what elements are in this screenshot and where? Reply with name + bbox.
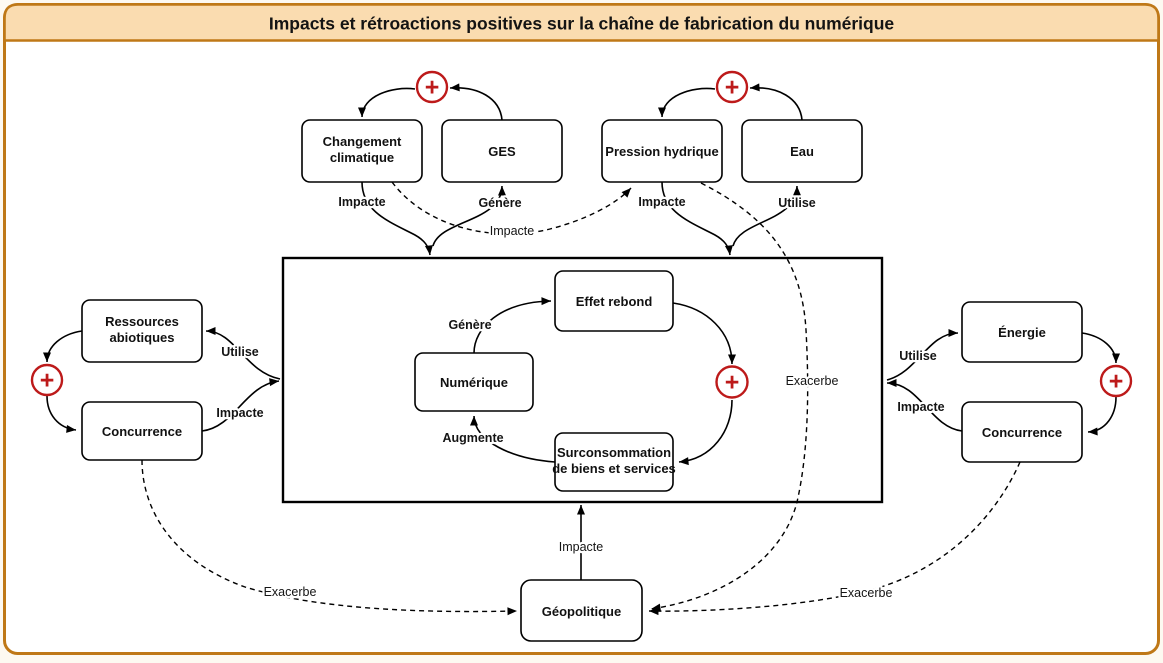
edge-label-impacte-changement: Impacte <box>338 195 385 209</box>
edge-label-impacte-concurrence-droite: Impacte <box>897 400 944 414</box>
node-label: Concurrence <box>982 425 1062 440</box>
node-box <box>554 432 674 492</box>
node-box <box>414 352 534 412</box>
node-label: Énergie <box>998 325 1046 340</box>
arrow-effet-to-loop <box>672 302 736 365</box>
node-effet-rebond: Effet rebond <box>554 270 674 332</box>
arrow-central-to-ges <box>432 185 506 247</box>
positive-loop-circle <box>1099 364 1133 398</box>
node-label: Géopolitique <box>542 604 621 619</box>
plus-icon: + <box>425 74 440 102</box>
edge-label-augmente-cycle: Augmente <box>442 431 503 445</box>
node-concurrence-gauche: Concurrence <box>81 401 203 461</box>
node-box <box>961 301 1083 363</box>
node-box <box>961 401 1083 463</box>
dashed-concurrence-droite-to-geopolitique <box>648 461 1021 616</box>
positive-loop-circle <box>715 365 749 399</box>
arrow-concurrence-gauche-to-central <box>201 378 280 432</box>
positive-loop-circle <box>30 363 64 397</box>
arrow-central-to-ressources <box>205 327 281 380</box>
arrow-changement-to-central <box>361 181 433 256</box>
arrow-loop-to-surconsommation <box>678 399 733 466</box>
node-box <box>601 119 723 183</box>
edges-solid <box>43 83 1120 580</box>
edge-label-exacerbe-droite: Exacerbe <box>840 586 893 600</box>
node-label: Eau <box>790 144 814 159</box>
edges-dashed <box>141 181 1021 616</box>
arrow-energie-to-loop <box>1081 332 1120 364</box>
positive-loop-top-right: + <box>715 70 749 104</box>
node-numerique: Numérique <box>414 352 534 412</box>
positive-loop-circle <box>715 70 749 104</box>
diagram-title: Impacts et rétroactions positives sur la… <box>269 14 895 34</box>
positive-loop-center: + <box>715 365 749 399</box>
node-label: Numérique <box>440 375 508 390</box>
edge-label-impacte-geopolitique: Impacte <box>559 540 604 554</box>
arrow-pression-to-central <box>661 181 733 256</box>
arrow-loop-to-concurrence-droite <box>1087 396 1117 436</box>
plus-icon: + <box>725 369 740 397</box>
edge-label-impacte-pression: Impacte <box>638 195 685 209</box>
dashed-changement-to-pression <box>391 181 632 235</box>
node-box <box>81 401 203 461</box>
node-eau: Eau <box>741 119 863 183</box>
positive-loop-left: + <box>30 363 64 397</box>
positive-loop-circle <box>415 70 449 104</box>
positive-loop-right: + <box>1099 364 1133 398</box>
node-box <box>520 579 643 642</box>
arrow-concurrence-droite-to-central <box>886 379 963 432</box>
arrow-ges-to-loop <box>449 83 503 121</box>
edge-label-utilise-eau: Utilise <box>778 196 816 210</box>
node-box <box>441 119 563 183</box>
plus-icon: + <box>40 367 55 395</box>
node-energie: Énergie <box>961 301 1083 363</box>
node-label: Concurrence <box>102 424 182 439</box>
node-ges: GES <box>441 119 563 183</box>
edge-label-impacte-dashed: Impacte <box>490 224 535 238</box>
arrow-loop-to-concurrence-gauche <box>46 395 77 433</box>
edge-label-impacte-concurrence-gauche: Impacte <box>216 406 263 420</box>
node-pression-hydrique: Pression hydrique <box>601 119 723 183</box>
node-label: Pression hydrique <box>605 144 718 159</box>
edge-label-exacerbe-pression: Exacerbe <box>786 374 839 388</box>
node-label: Effet rebond <box>576 294 653 309</box>
title-bar <box>3 3 1160 42</box>
edge-label-utilise-ressources: Utilise <box>221 345 259 359</box>
node-box <box>301 119 423 183</box>
positive-loop-top-left: + <box>415 70 449 104</box>
node-box <box>741 119 863 183</box>
arrow-surconsommation-to-numerique <box>470 415 556 463</box>
arrow-loop-to-changement <box>358 87 416 118</box>
arrow-numerique-to-effet <box>473 297 552 354</box>
arrow-loop-to-pression <box>658 87 716 118</box>
edge-labels: Impacte Génère Impacte Utilise Impacte U… <box>214 193 947 603</box>
edge-label-exacerbe-gauche: Exacerbe <box>264 585 317 599</box>
node-box <box>554 270 674 332</box>
node-box <box>81 299 203 363</box>
arrow-ressources-to-loop <box>43 330 83 363</box>
edge-label-genere-cycle: Génère <box>448 318 491 332</box>
node-label: GES <box>488 144 516 159</box>
arrow-central-to-eau <box>732 185 801 247</box>
edge-label-genere-ges: Génère <box>478 196 521 210</box>
node-geopolitique: Géopolitique <box>520 579 643 642</box>
arrow-eau-to-loop <box>749 83 803 121</box>
dashed-concurrence-gauche-to-geopolitique <box>141 459 518 616</box>
arrow-central-to-energie <box>886 329 959 381</box>
plus-icon: + <box>1109 368 1124 396</box>
node-concurrence-droite: Concurrence <box>961 401 1083 463</box>
dashed-pression-to-geopolitique <box>650 182 809 612</box>
plus-icon: + <box>725 74 740 102</box>
edge-label-utilise-energie: Utilise <box>899 349 937 363</box>
